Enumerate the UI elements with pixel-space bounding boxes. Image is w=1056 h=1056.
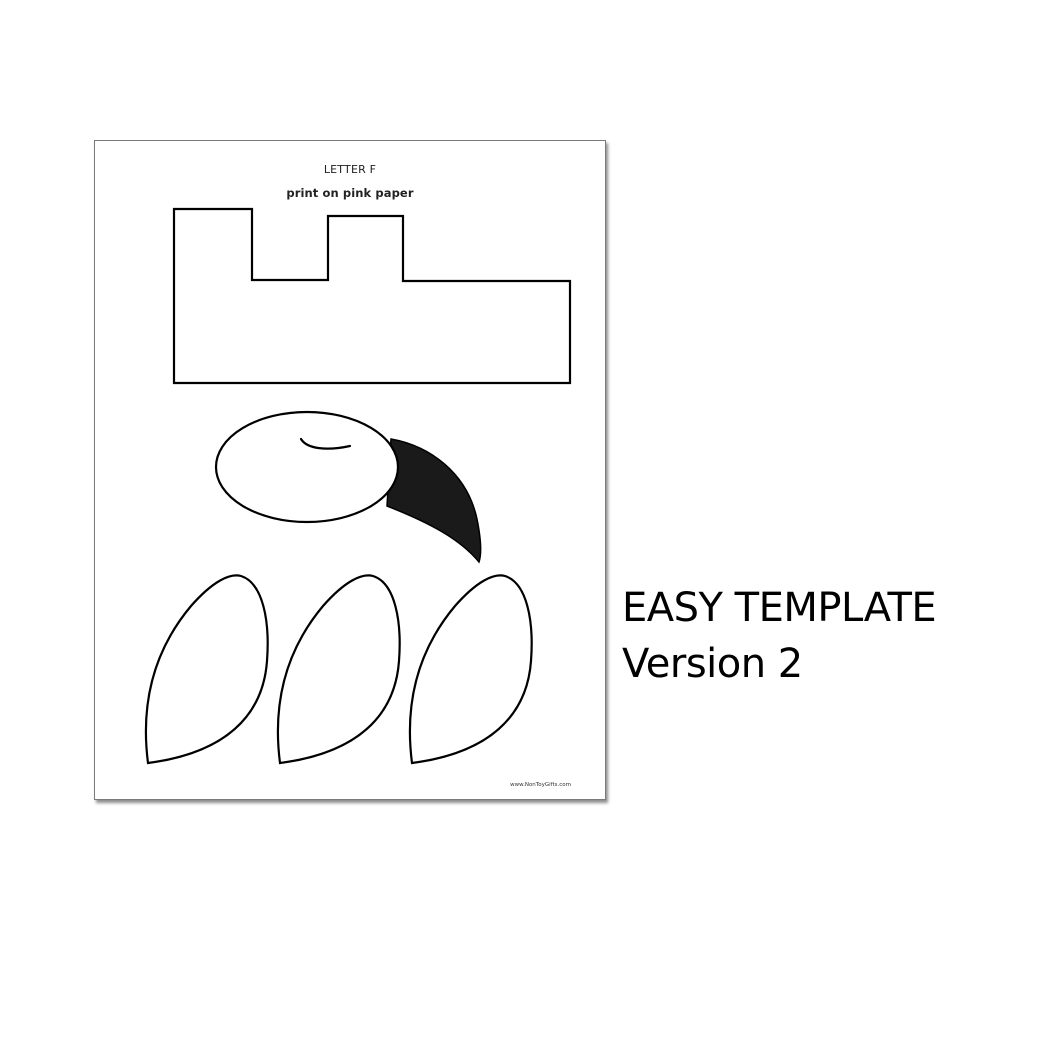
footer-url: www.NonToyGifts.com — [510, 782, 571, 788]
template-sheet: LETTER F print on pink paper www.NonToyG… — [94, 140, 606, 800]
sheet-subtitle: print on pink paper — [286, 186, 414, 200]
feather-outline — [276, 574, 401, 765]
letter-f-outline — [172, 207, 572, 385]
caption-line1: EASY TEMPLATE — [622, 585, 937, 631]
caption-line2: Version 2 — [622, 641, 803, 687]
oval-head-outline — [214, 410, 400, 524]
cutout-shapes — [144, 207, 572, 765]
feather-outline — [408, 574, 533, 765]
black-beak — [386, 438, 482, 564]
caption: EASY TEMPLATE Version 2 — [622, 580, 937, 692]
sheet-title: LETTER F — [323, 163, 377, 176]
feather-outline — [144, 574, 269, 765]
eye-curve — [299, 437, 352, 450]
